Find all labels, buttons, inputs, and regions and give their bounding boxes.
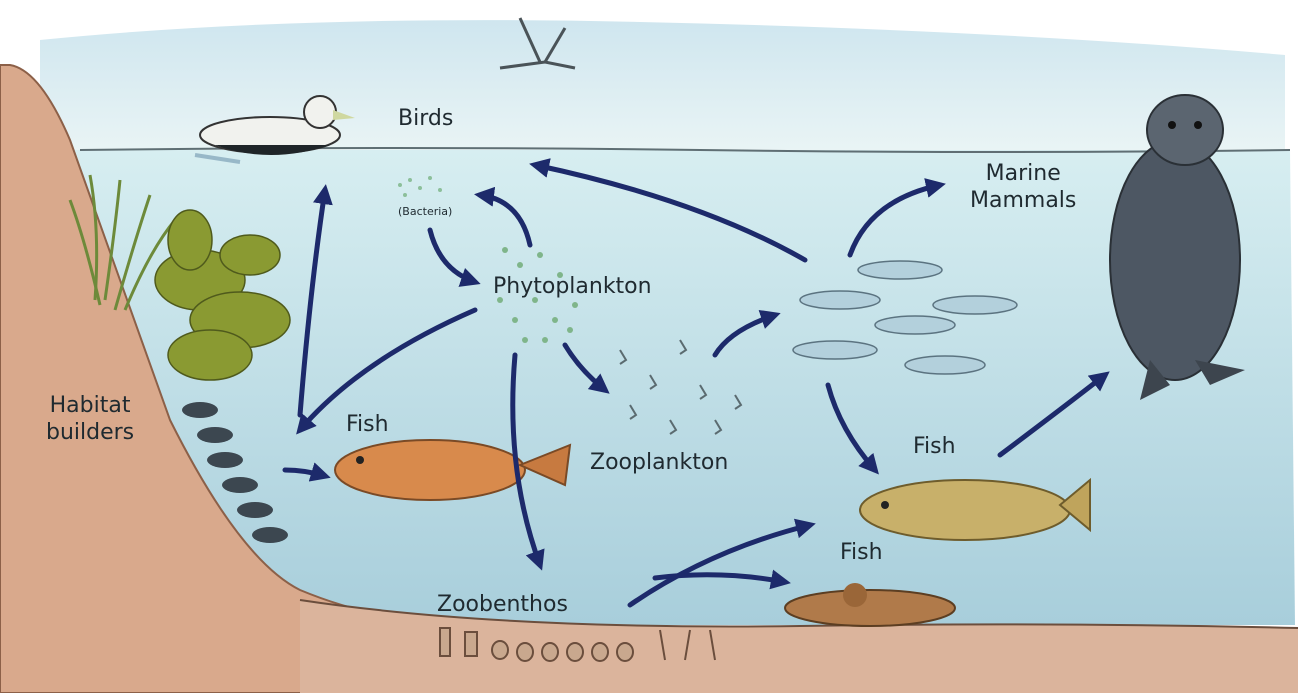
label-habitat-builders-line2: builders bbox=[46, 419, 134, 446]
label-bacteria: (Bacteria) bbox=[398, 205, 452, 218]
label-fish-bottom: Fish bbox=[840, 540, 883, 565]
label-zoobenthos: Zoobenthos bbox=[437, 592, 568, 617]
label-habitat-builders: Habitat builders bbox=[46, 392, 134, 446]
label-fish-left: Fish bbox=[346, 412, 389, 437]
label-habitat-builders-line1: Habitat bbox=[46, 392, 134, 419]
label-marine-mammals-line1: Marine bbox=[970, 160, 1076, 187]
label-birds: Birds bbox=[398, 106, 453, 131]
label-marine-mammals: Marine Mammals bbox=[970, 160, 1076, 214]
label-fish-right: Fish bbox=[913, 434, 956, 459]
label-phytoplankton: Phytoplankton bbox=[493, 274, 652, 299]
label-marine-mammals-line2: Mammals bbox=[970, 187, 1076, 214]
label-zooplankton: Zooplankton bbox=[590, 450, 728, 475]
